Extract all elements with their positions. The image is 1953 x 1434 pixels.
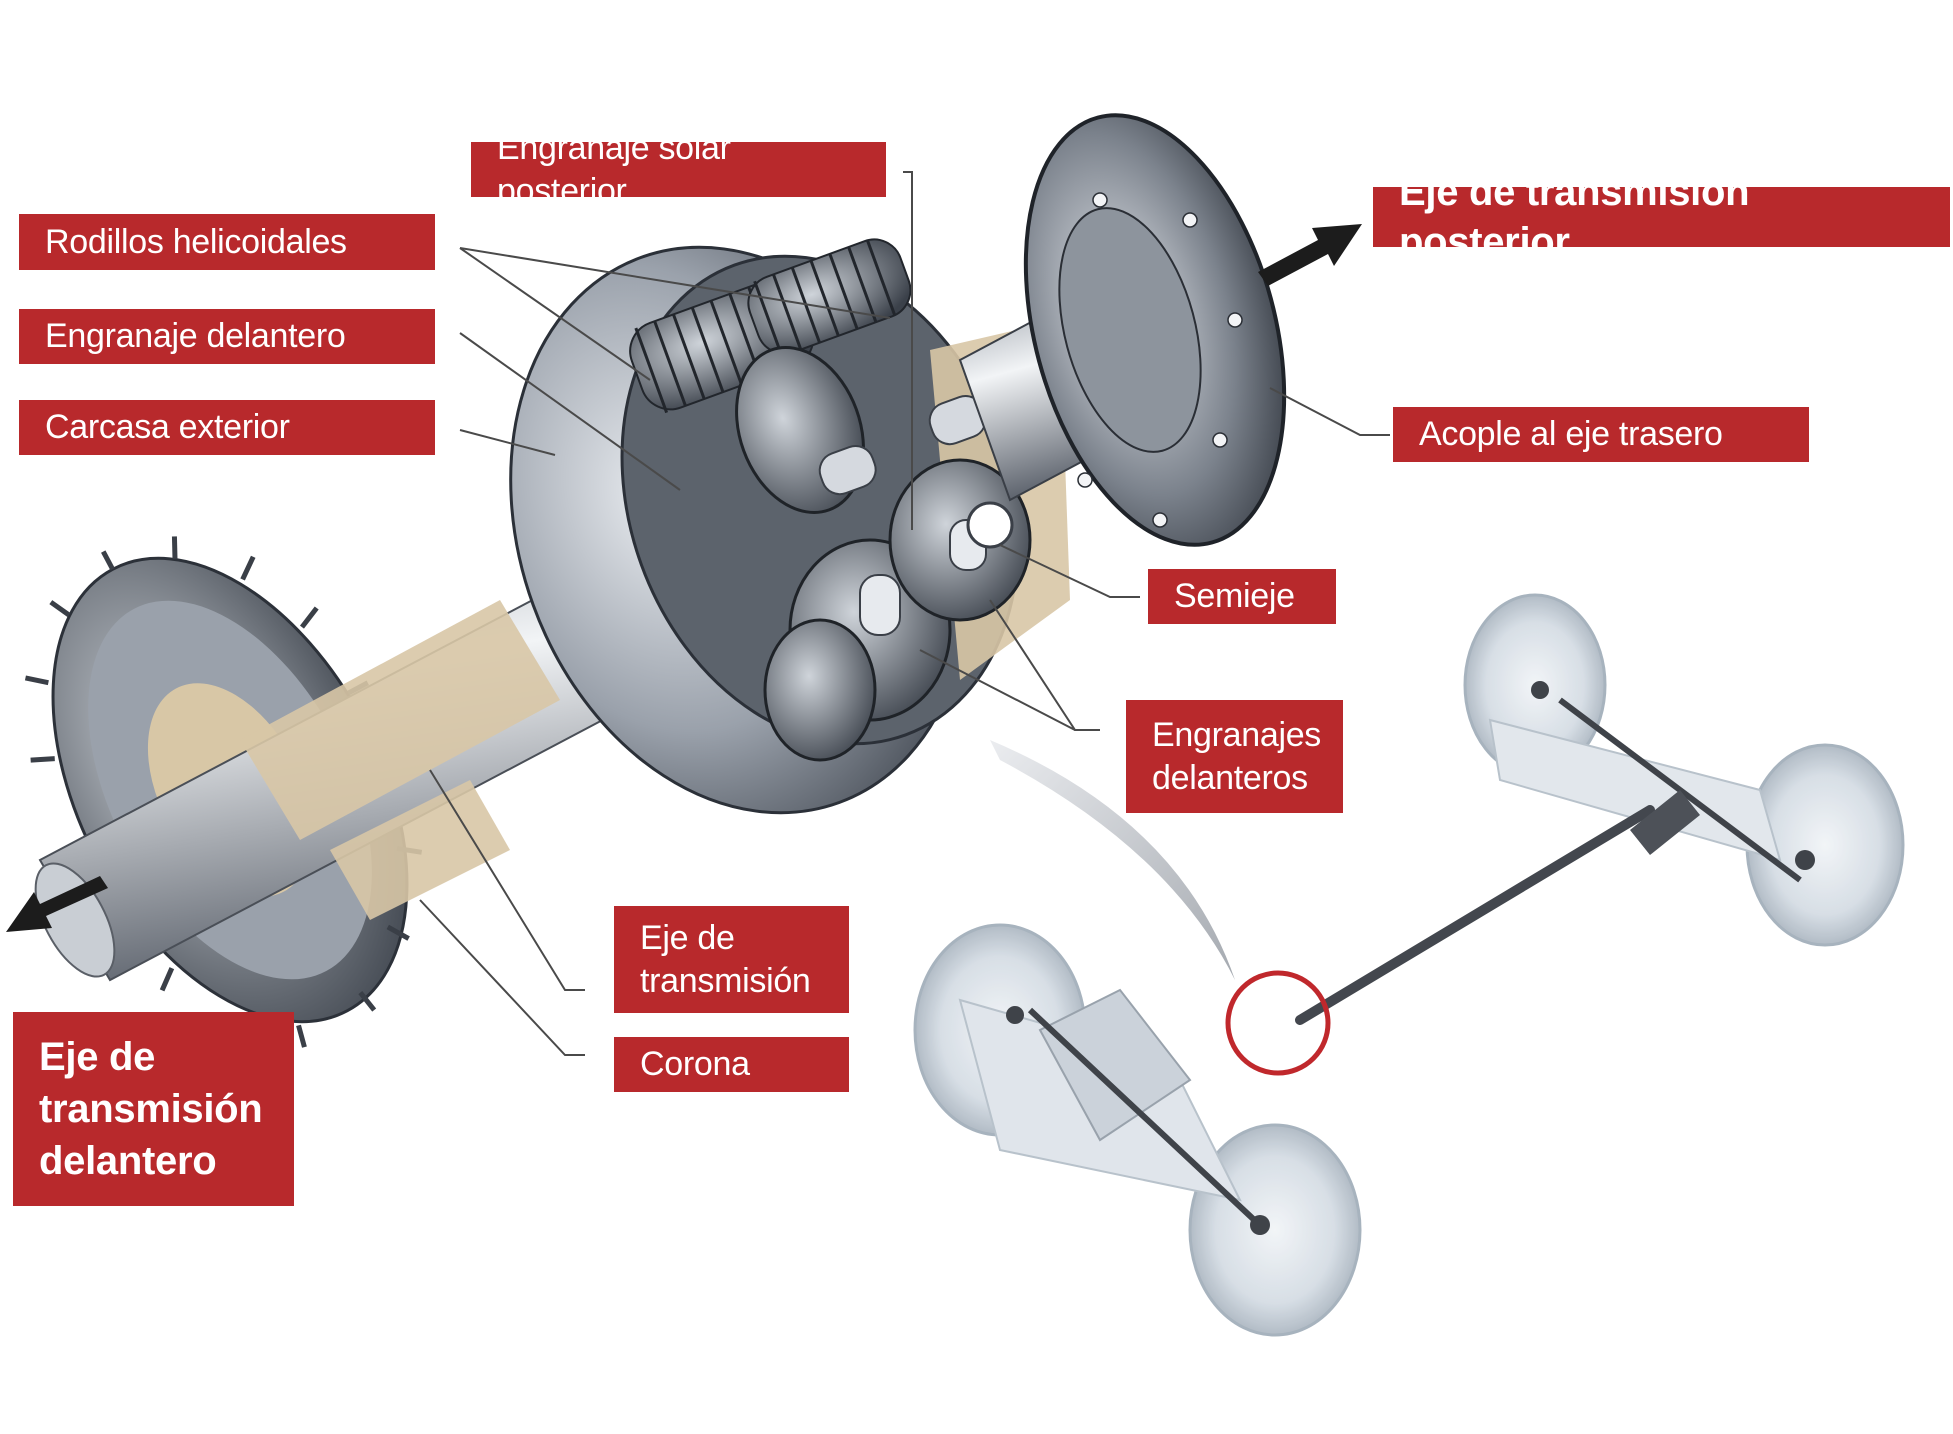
vehicle-drivetrain <box>913 593 1905 1337</box>
arrow-up-right-icon <box>1258 224 1362 286</box>
label-driveshaft: Eje de transmisión <box>614 906 849 1013</box>
label-front-gears: Engranajes delanteros <box>1126 700 1343 813</box>
highlight-circle-icon <box>1225 970 1331 1076</box>
label-rear-driveshaft: Eje de transmisión posterior <box>1373 170 1950 264</box>
callout-sweep <box>990 740 1235 980</box>
label-front-driveshaft: Eje de transmisión delantero <box>13 1012 294 1206</box>
internal-gears <box>629 238 1032 762</box>
label-rear-axle-coupling: Acople al eje trasero <box>1393 407 1809 462</box>
rear-output-flange <box>958 113 1287 547</box>
label-half-shaft: Semieje <box>1148 569 1336 624</box>
leader-lines <box>419 171 1390 1056</box>
label-sun-gear-rear: Engranaje solar posterior <box>471 129 886 210</box>
label-front-gear: Engranaje delantero <box>19 309 435 364</box>
arrow-down-left-icon <box>6 876 108 932</box>
label-ring-gear: Corona <box>614 1037 849 1092</box>
label-outer-housing: Carcasa exterior <box>19 400 435 455</box>
label-helical-rollers: Rodillos helicoidales <box>19 214 435 270</box>
